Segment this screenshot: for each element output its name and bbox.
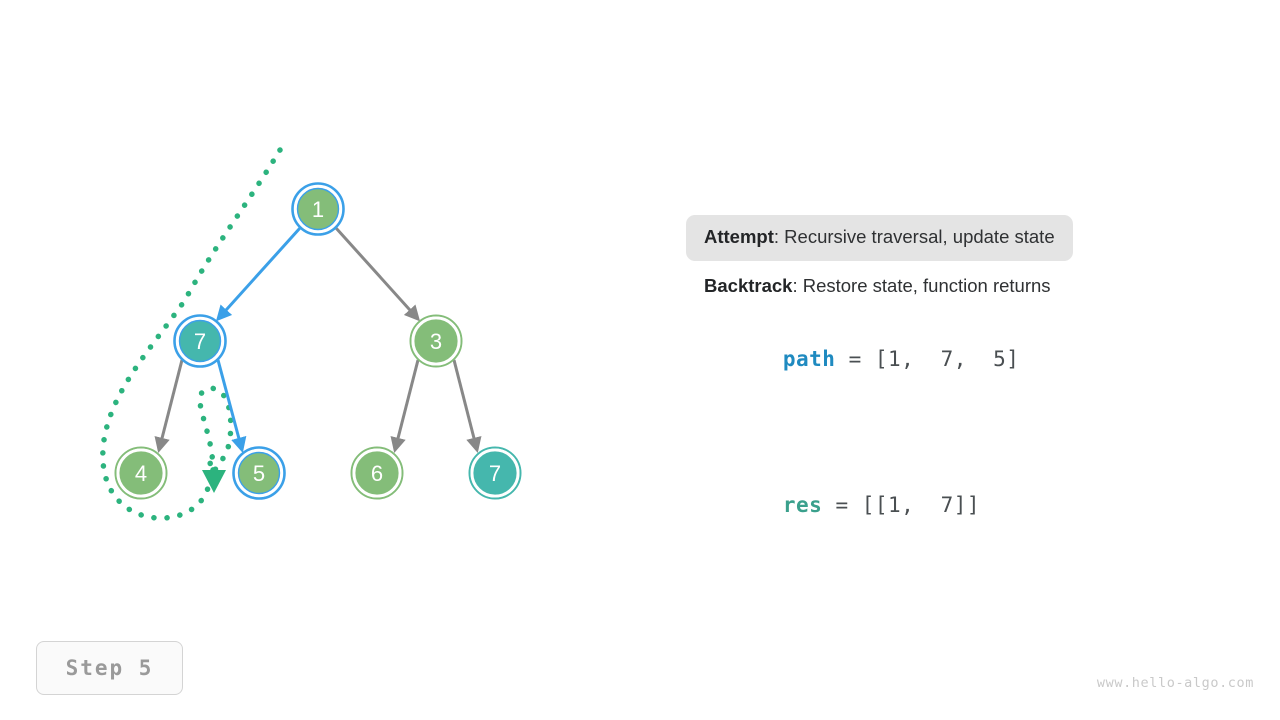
res-variable-name: res xyxy=(782,492,823,517)
info-panel: Attempt: Recursive traversal, update sta… xyxy=(686,215,1206,541)
backtrack-path-inner xyxy=(197,385,234,473)
edge-3-to-6 xyxy=(390,359,420,454)
backtrack-text: : Restore state, function returns xyxy=(792,274,1051,296)
res-assign-operator: = xyxy=(822,492,862,517)
step-badge-label: Step 5 xyxy=(65,656,154,680)
tree-node-3[interactable]: 3 xyxy=(409,314,463,368)
edge-7-to-4 xyxy=(154,359,184,454)
backtrack-arrowhead-icon xyxy=(202,470,226,493)
tree-node-7-left[interactable]: 7 xyxy=(173,314,227,368)
attempt-lead: Attempt xyxy=(704,226,774,247)
path-variable-value: [1, 7, 5] xyxy=(874,346,1020,371)
backtrack-path-outer xyxy=(100,147,283,521)
edge-1-to-7 xyxy=(215,226,302,322)
tree-node-7-right-label: 7 xyxy=(489,461,501,486)
backtrack-lead: Backtrack xyxy=(704,274,793,296)
edge-7-to-5 xyxy=(216,359,247,454)
path-variable-row: path = [1, 7, 5] xyxy=(686,323,1206,395)
binary-tree-diagram: 1 7 3 4 xyxy=(100,147,522,521)
edge-1-to-3 xyxy=(334,226,421,322)
tree-node-4-label: 4 xyxy=(135,461,147,486)
backtrack-row: Backtrack: Restore state, function retur… xyxy=(686,274,1206,299)
tree-node-7-left-label: 7 xyxy=(194,329,206,354)
tree-node-1[interactable]: 1 xyxy=(291,182,345,236)
tree-node-1-label: 1 xyxy=(312,197,324,222)
backtrack-path-group xyxy=(100,147,283,521)
step-badge: Step 5 xyxy=(36,641,183,695)
path-assign-operator: = xyxy=(835,346,875,371)
edge-3-to-7 xyxy=(452,359,482,454)
tree-node-7-right[interactable]: 7 xyxy=(468,446,522,500)
tree-node-3-label: 3 xyxy=(430,329,442,354)
res-variable-value: [[1, 7]] xyxy=(861,492,981,517)
tree-node-6-label: 6 xyxy=(371,461,383,486)
watermark: www.hello-algo.com xyxy=(1097,675,1254,691)
attempt-text: : Recursive traversal, update state xyxy=(773,226,1055,247)
tree-node-4[interactable]: 4 xyxy=(114,446,168,500)
tree-nodes: 1 7 3 4 xyxy=(114,182,522,500)
tree-node-6[interactable]: 6 xyxy=(350,446,404,500)
tree-edges xyxy=(154,226,482,454)
attempt-row: Attempt: Recursive traversal, update sta… xyxy=(686,215,1073,261)
path-variable-name: path xyxy=(782,346,836,371)
tree-node-5-label: 5 xyxy=(253,461,265,486)
tree-node-5[interactable]: 5 xyxy=(232,446,286,500)
res-variable-row: res = [[1, 7]] xyxy=(686,469,1206,541)
watermark-text: www.hello-algo.com xyxy=(1096,675,1254,691)
